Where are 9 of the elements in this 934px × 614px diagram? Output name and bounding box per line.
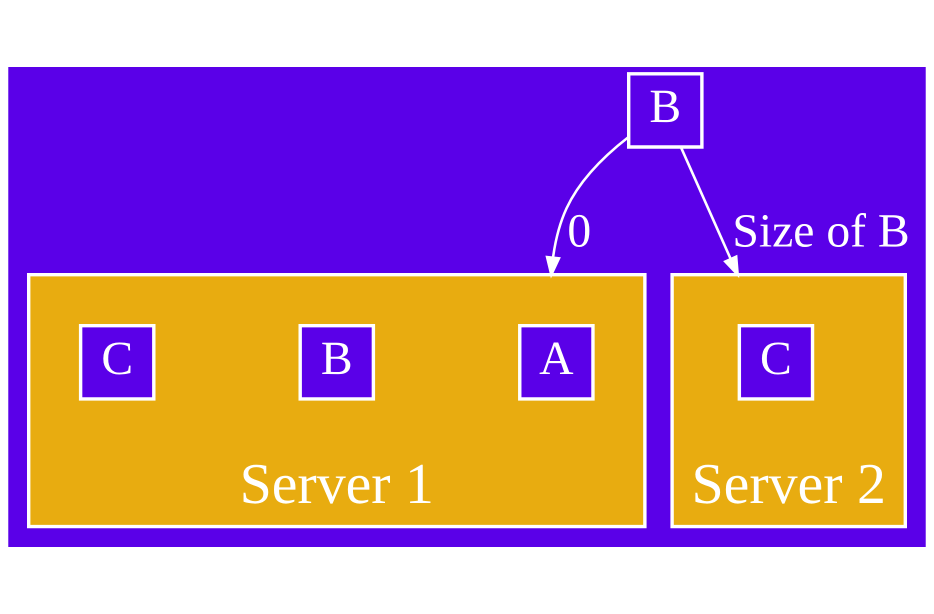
node-box: B [627,72,704,149]
node-box: C [738,324,814,401]
arrow [680,146,740,278]
edge-label: Size of B [732,205,910,258]
edge-label: 0 [567,205,592,258]
node-box: B [298,324,376,401]
node-box: C [78,324,156,401]
node-box: A [518,324,595,401]
arrow [545,136,630,278]
